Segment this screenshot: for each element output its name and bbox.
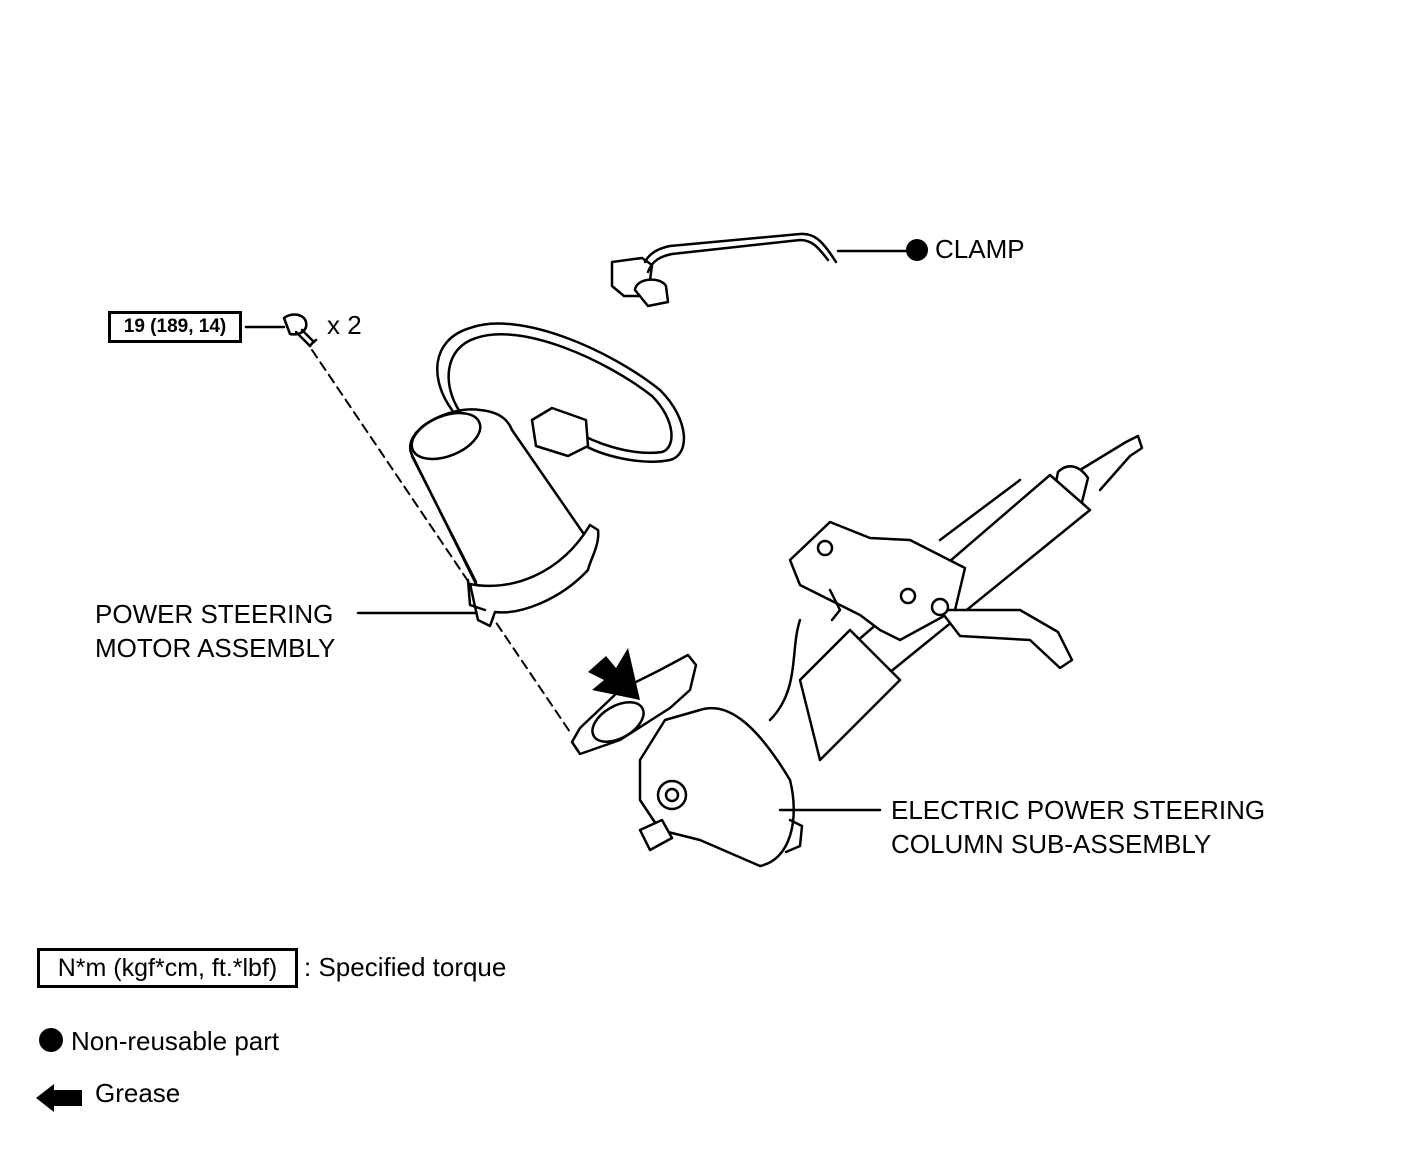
legend-grease-label: Grease [95, 1078, 181, 1108]
clamp-part [610, 232, 838, 308]
grease-arrow [588, 648, 640, 700]
torque-value-box: 19 (189, 14) [108, 311, 242, 343]
bolt-quantity: x 2 [327, 310, 362, 340]
assembly-dashed-line [311, 349, 573, 736]
legend-grease-arrow-icon [36, 1084, 82, 1112]
power-steering-motor [408, 322, 686, 628]
legend-non-reusable-label: Non-reusable part [71, 1026, 280, 1056]
legend-torque-unit: N*m (kgf*cm, ft.*lbf) [57, 954, 278, 982]
steering-column [570, 434, 1144, 868]
column-label-line2: COLUMN SUB-ASSEMBLY [891, 829, 1212, 859]
motor-label-line2: MOTOR ASSEMBLY [95, 633, 336, 663]
clamp-label: CLAMP [935, 234, 1025, 264]
bolt [244, 313, 318, 348]
legend-torque-box: N*m (kgf*cm, ft.*lbf) [37, 948, 298, 988]
legend-non-reusable-icon [39, 1028, 63, 1052]
non-reusable-marker [906, 239, 928, 261]
legend-torque-description: : Specified torque [304, 952, 507, 982]
torque-value: 19 (189, 14) [123, 316, 227, 337]
motor-label-line1: POWER STEERING [95, 599, 334, 629]
column-label-line1: ELECTRIC POWER STEERING [891, 795, 1266, 825]
